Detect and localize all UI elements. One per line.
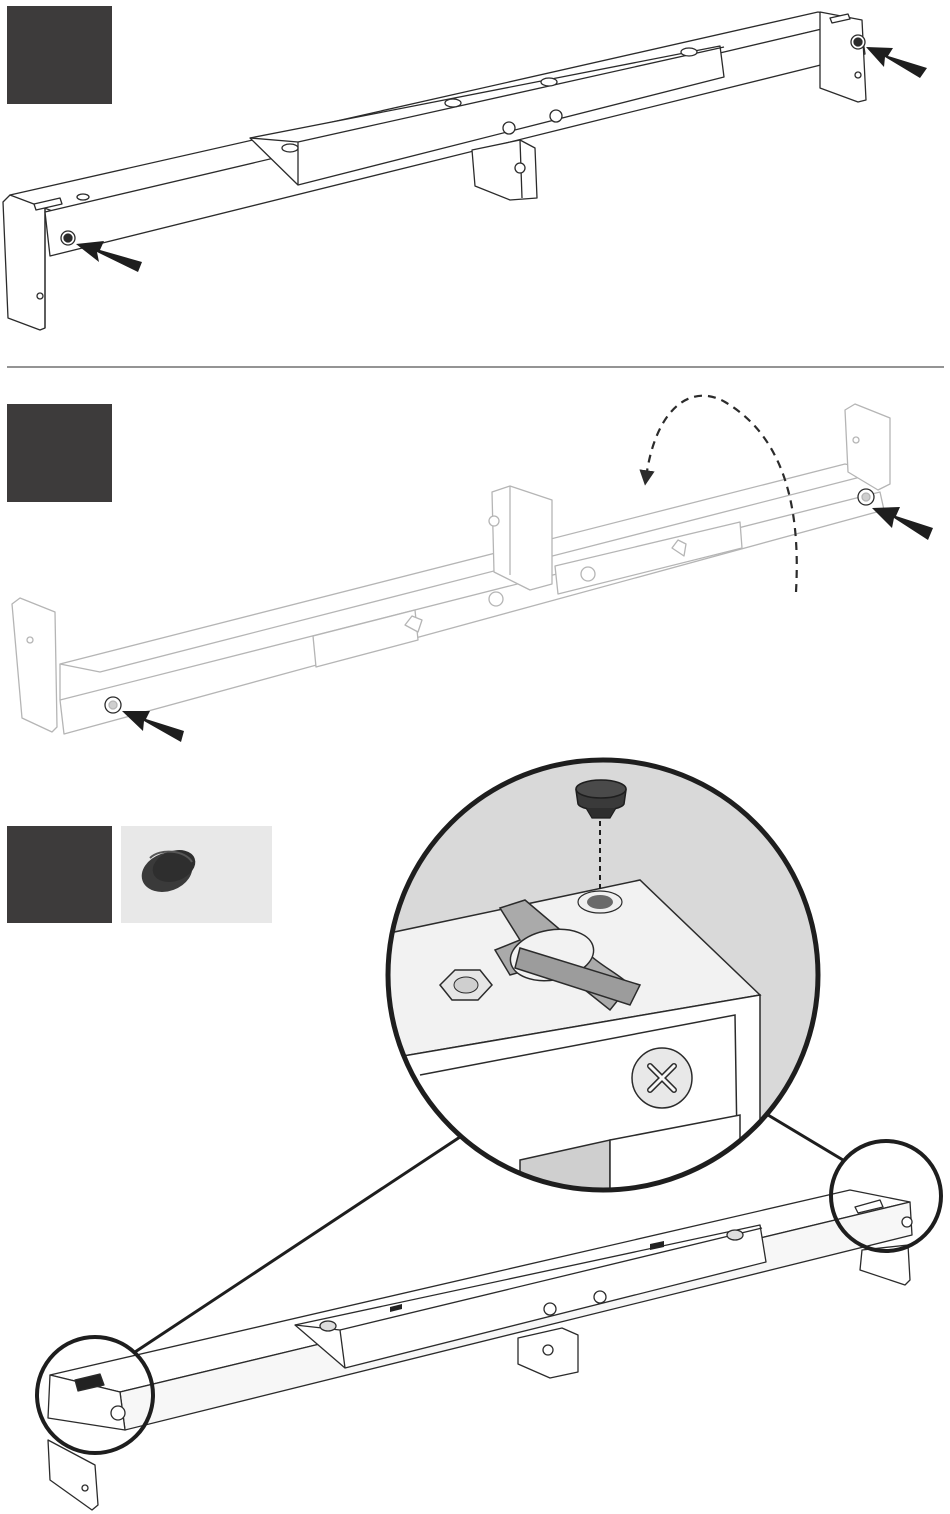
part-swatch [121, 826, 272, 923]
step-3-number-box [7, 826, 112, 923]
step-2-frame [12, 404, 890, 734]
magnified-detail [380, 755, 830, 1205]
step-2-number-box [7, 404, 112, 502]
step-1-frame [3, 12, 866, 330]
step-1-number-box [7, 6, 112, 104]
step-3 [7, 755, 941, 1510]
step-1-arrow-right [866, 47, 927, 78]
step-2-arrow-left [122, 711, 184, 742]
phillips-screw [632, 1048, 692, 1108]
step-1-arrow-left [76, 241, 142, 272]
step-2-arrow-right [872, 507, 933, 540]
step-2 [7, 396, 933, 742]
step-1 [3, 6, 927, 330]
step-3-frame [48, 1190, 912, 1510]
